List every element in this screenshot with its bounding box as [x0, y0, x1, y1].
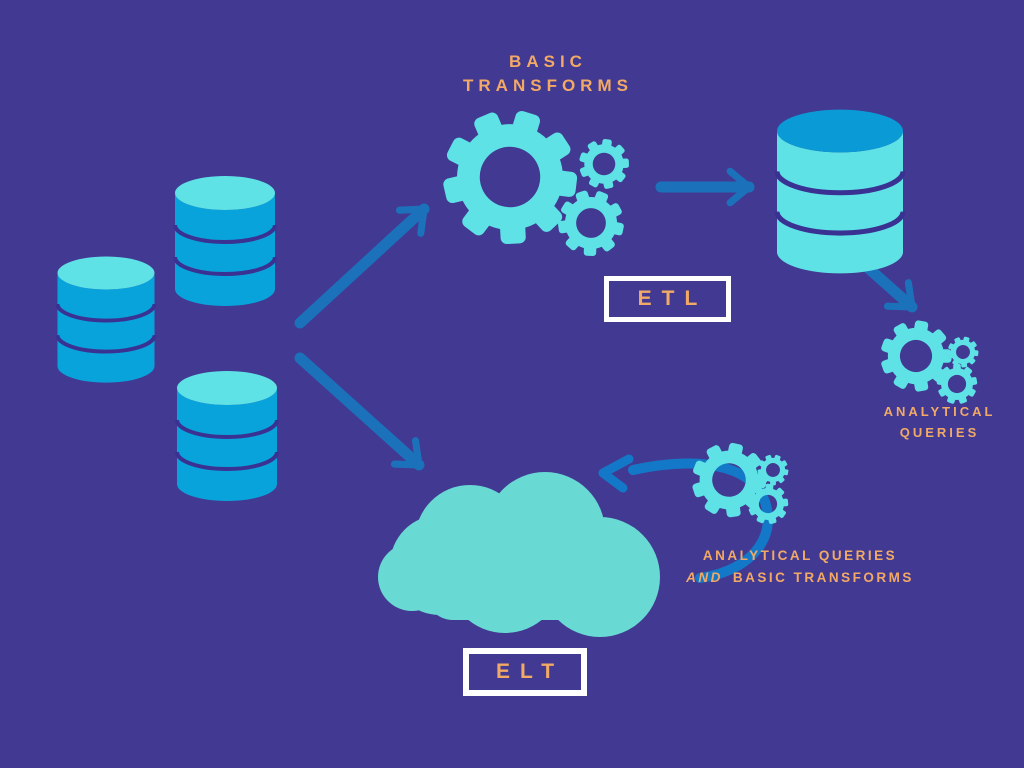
- database-icon: [175, 176, 275, 306]
- elt-gears-icon: [684, 435, 793, 526]
- elt-caption-and: AND: [686, 570, 723, 585]
- database-icon: [177, 371, 277, 501]
- elt-badge-text: ELT: [495, 660, 565, 683]
- analytical-query-gears-icon: [874, 314, 983, 405]
- basic-transforms-label: BASIC TRANSFORMS: [438, 50, 658, 98]
- arrow-warehouse-to-queries: [860, 260, 918, 313]
- basic-transform-gears-icon: [425, 93, 635, 267]
- curved-arrow-gears-to-cloud: [598, 454, 773, 583]
- arrow-sources-to-cloud: [294, 352, 425, 471]
- elt-caption-rest: BASIC TRANSFORMS: [732, 570, 914, 585]
- elt-caption-line1: ANALYTICAL QUERIES: [702, 548, 898, 563]
- source-databases: [57, 176, 277, 501]
- arrow-sources-to-transforms: [294, 203, 430, 329]
- analytical-queries-line1: ANALYTICAL: [883, 404, 996, 419]
- basic-transforms-line2: TRANSFORMS: [463, 76, 633, 95]
- warehouse-database-icon: [777, 109, 903, 274]
- basic-transforms-line1: BASIC: [509, 52, 587, 71]
- curved-arrowhead-icon: [598, 454, 634, 493]
- database-icon: [57, 256, 155, 383]
- analytical-queries-label: ANALYTICAL QUERIES: [862, 401, 1017, 443]
- flow-arrows: [294, 167, 918, 471]
- elt-caption-line2: AND BASIC TRANSFORMS: [650, 567, 950, 589]
- etl-badge: ETL: [604, 276, 731, 322]
- cloud-icon: [378, 472, 660, 637]
- analytical-queries-line2: QUERIES: [899, 425, 980, 440]
- etl-badge-text: ETL: [637, 287, 708, 310]
- elt-badge: ELT: [463, 648, 587, 696]
- elt-caption-label: ANALYTICAL QUERIES AND BASIC TRANSFORMS: [650, 545, 950, 589]
